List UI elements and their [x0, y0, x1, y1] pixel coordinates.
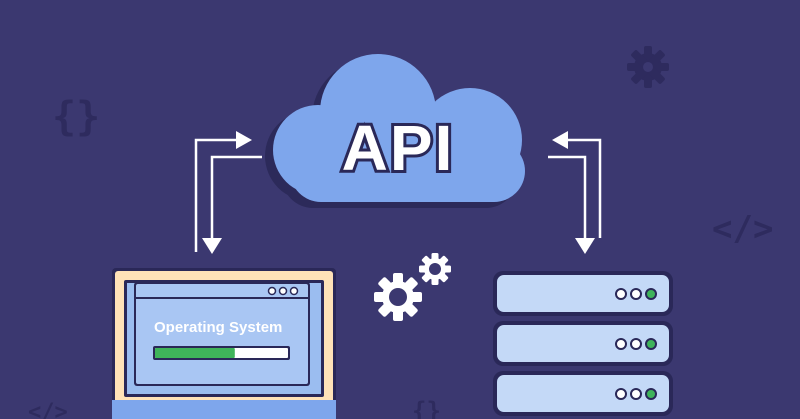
- os-label: Operating System: [154, 319, 282, 336]
- indicator-light: [615, 288, 627, 300]
- indicator-light: [630, 338, 642, 350]
- gear-icon: [627, 46, 669, 88]
- server-unit: [493, 271, 673, 316]
- arrow-head: [202, 238, 222, 254]
- arrow-head: [575, 238, 595, 254]
- indicator-light: [615, 338, 627, 350]
- laptop: Operating System: [112, 268, 336, 419]
- indicator-light: [615, 388, 627, 400]
- window-dot: [267, 286, 277, 296]
- arrow-icon: [548, 138, 602, 238]
- server-stack: [493, 271, 673, 416]
- code-tag-icon: </>: [712, 209, 773, 249]
- window-dot: [289, 286, 299, 296]
- gear-icon: [419, 253, 451, 285]
- indicator-light: [645, 338, 657, 350]
- arrow-head: [552, 131, 568, 149]
- arrow-icon: [194, 138, 262, 252]
- server-unit: [493, 321, 673, 366]
- progress-fill: [155, 348, 235, 358]
- cloud-label: API: [342, 112, 455, 184]
- indicator-light: [630, 288, 642, 300]
- api-cloud: [273, 54, 525, 202]
- indicator-light: [630, 388, 642, 400]
- code-braces-icon: {}: [412, 397, 441, 419]
- arrow-head: [236, 131, 252, 149]
- window-dot: [278, 286, 288, 296]
- code-tag-icon: </>: [28, 400, 68, 419]
- indicator-light: [645, 288, 657, 300]
- gear-icon: [374, 273, 422, 321]
- indicator-light: [645, 388, 657, 400]
- server-unit: [493, 371, 673, 416]
- code-braces-icon: {}: [52, 94, 100, 140]
- laptop-base: [112, 400, 336, 419]
